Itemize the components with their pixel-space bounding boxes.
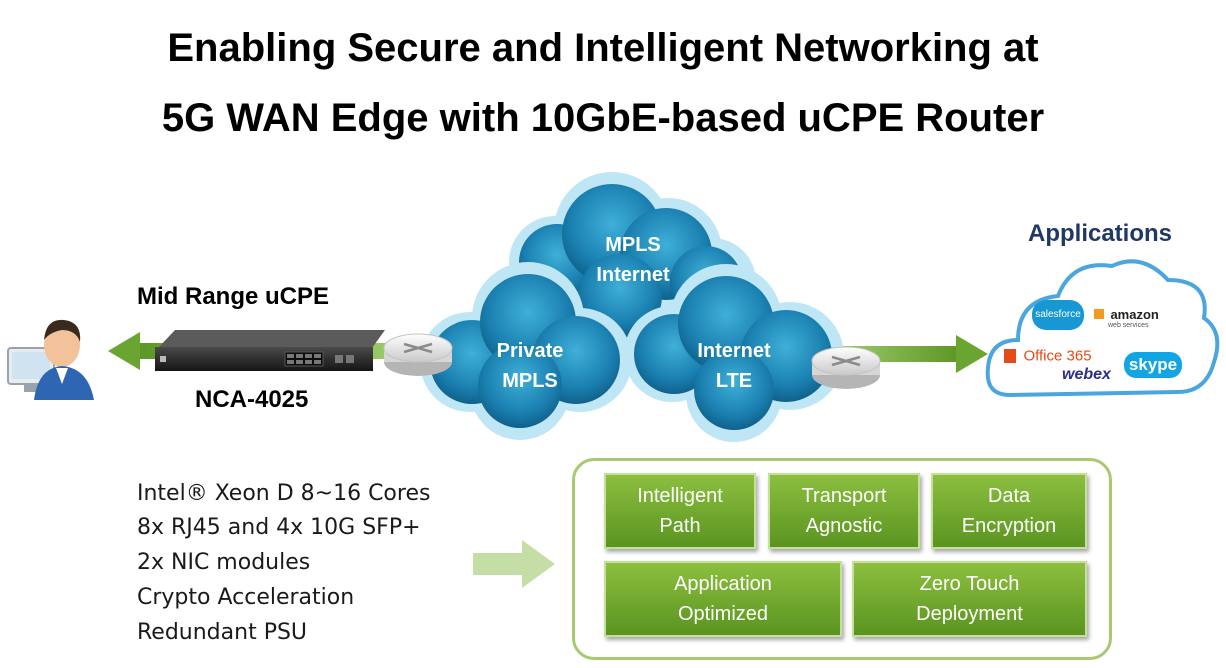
- applications-heading: Applications: [1028, 220, 1173, 247]
- salesforce-logo: salesforce: [1032, 300, 1084, 330]
- feature-zero-touch-deployment-label: Zero Touch Deployment: [916, 573, 1023, 625]
- cloud-top-line2: Internet: [596, 264, 670, 286]
- spec-ports: 8x RJ45 and 4x 10G SFP+: [137, 515, 421, 540]
- router-left-icon: [383, 333, 453, 376]
- cloud-top-label: MPLS Internet: [582, 230, 684, 290]
- cloud-internet-lte: [624, 264, 844, 442]
- spec-psu: Redundant PSU: [137, 620, 308, 645]
- feature-transport-agnostic: Transport Agnostic: [768, 473, 920, 549]
- title-line-1: Enabling Secure and Intelligent Networki…: [167, 26, 1039, 70]
- cloud-left-line2: MPLS: [502, 370, 558, 392]
- cloud-right-line1: Internet: [697, 340, 771, 362]
- amazon-name: amazon: [1110, 307, 1159, 322]
- feature-application-optimized: Application Optimized: [604, 561, 842, 637]
- feature-intelligent-path-label: Intelligent Path: [637, 485, 723, 537]
- cloud-right-line2: LTE: [715, 370, 753, 392]
- feature-intelligent-path: Intelligent Path: [604, 473, 756, 549]
- user-icon: [7, 319, 94, 400]
- webex-logo: webex: [1062, 366, 1111, 383]
- feature-data-encryption: Data Encryption: [931, 473, 1087, 549]
- specs-arrow: [473, 540, 555, 588]
- feature-zero-touch-deployment: Zero Touch Deployment: [852, 561, 1087, 637]
- cloud-right-label: Internet LTE: [684, 336, 784, 396]
- skype-logo: skype: [1124, 352, 1182, 378]
- device-model: NCA-4025: [195, 386, 309, 413]
- spec-cpu: Intel® Xeon D 8~16 Cores: [137, 481, 431, 506]
- spec-crypto: Crypto Acceleration: [137, 585, 355, 610]
- device-heading: Mid Range uCPE: [137, 283, 330, 310]
- router-right-icon: [811, 346, 881, 389]
- cloud-top-line1: MPLS: [605, 234, 661, 256]
- amazon-logo: amazon web services: [1094, 306, 1159, 329]
- office-365-logo: Office 365: [1004, 347, 1092, 365]
- nca-4025-device: [155, 330, 385, 371]
- feature-transport-agnostic-label: Transport Agnostic: [801, 485, 887, 537]
- cloud-private-mpls: [420, 262, 632, 440]
- office-name: Office 365: [1023, 347, 1092, 365]
- office-icon: [1004, 348, 1016, 363]
- title-line-2: 5G WAN Edge with 10GbE-based uCPE Router: [161, 96, 1045, 140]
- feature-application-optimized-label: Application Optimized: [674, 573, 772, 625]
- feature-data-encryption-label: Data Encryption: [961, 485, 1057, 537]
- amazon-subtitle: web services: [1108, 322, 1149, 329]
- cloud-left-label: Private MPLS: [480, 336, 580, 396]
- cloud-left-line1: Private: [496, 340, 564, 362]
- spec-nic: 2x NIC modules: [137, 550, 311, 575]
- amazon-cube-icon: [1094, 309, 1104, 319]
